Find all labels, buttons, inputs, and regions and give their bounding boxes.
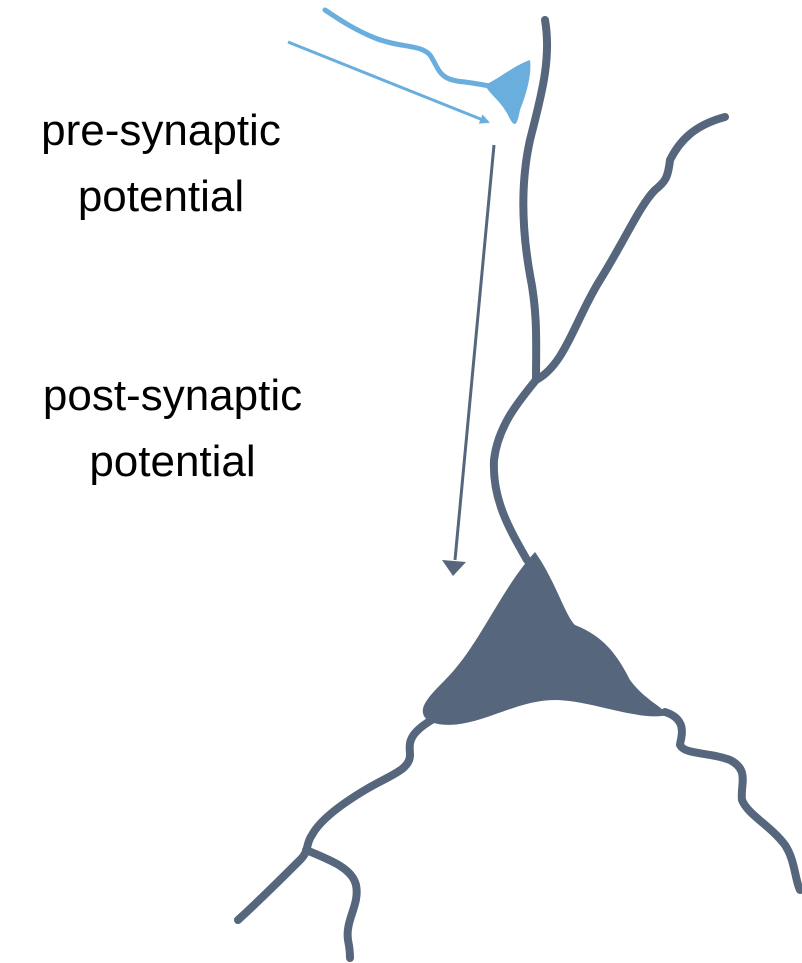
apical-side-branch — [536, 117, 725, 380]
basal-dendrite-branch — [306, 850, 357, 958]
axon-fiber — [325, 10, 500, 88]
basal-dendrite-right — [665, 712, 800, 890]
post-synaptic-arrow — [442, 145, 494, 576]
post-synaptic-arrowhead — [442, 560, 466, 576]
axon-terminal-bouton — [485, 60, 530, 124]
presynaptic-axon — [325, 10, 530, 124]
postsynaptic-neuron — [238, 20, 800, 958]
apical-trunk — [494, 380, 536, 560]
neuron-soma — [423, 552, 668, 725]
basal-dendrite-left — [238, 718, 435, 920]
